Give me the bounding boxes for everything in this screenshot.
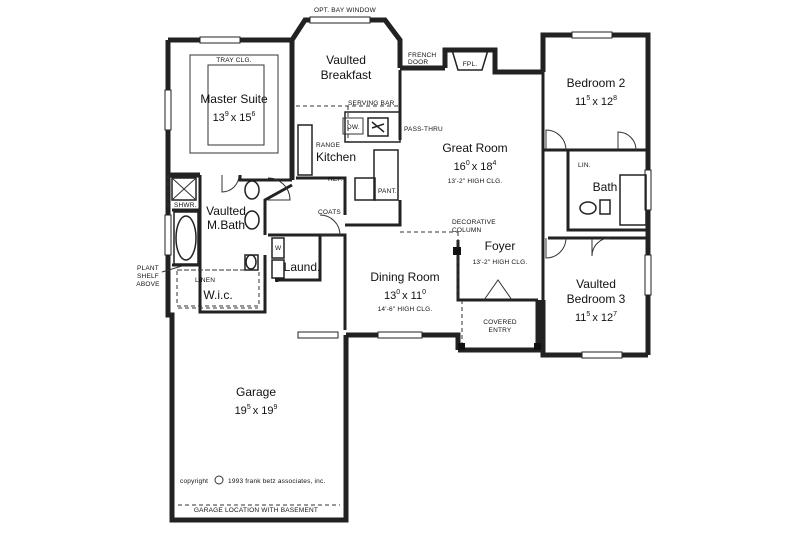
label-great-room: Great Room bbox=[442, 141, 507, 155]
label-kitchen: Kitchen bbox=[316, 150, 356, 164]
label-tray-clg: TRAY CLG. bbox=[216, 57, 252, 64]
label-covered-2: ENTRY bbox=[489, 327, 512, 334]
interior-walls bbox=[172, 70, 648, 330]
label-vaulted-breakfast-2: Breakfast bbox=[321, 68, 372, 82]
label-master-suite: Master Suite bbox=[200, 92, 268, 106]
label-covered-1: COVERED bbox=[483, 319, 517, 326]
label-dining-room: Dining Room bbox=[370, 270, 439, 284]
label-vaulted-mbath-2: M.Bath bbox=[207, 218, 245, 232]
label-shwr: SHWR. bbox=[174, 202, 197, 209]
label-vaulted-bedroom-3-1: Vaulted bbox=[576, 277, 616, 291]
label-coats: COATS bbox=[318, 209, 341, 216]
label-vaulted-mbath-1: Vaulted bbox=[206, 204, 246, 218]
label-foyer-ceiling: 13'-2" HIGH CLG. bbox=[473, 259, 528, 266]
label-bedroom-2: Bedroom 2 bbox=[567, 76, 626, 90]
columns bbox=[453, 247, 541, 350]
label-pant: PANT. bbox=[378, 188, 397, 195]
windows bbox=[164, 16, 652, 359]
kitchen-fixtures bbox=[297, 111, 401, 201]
copyright-text: 1993 frank betz associates, inc. bbox=[228, 478, 325, 485]
label-plant-2: SHELF bbox=[137, 273, 159, 280]
label-dw: DW. bbox=[347, 124, 360, 131]
label-linen: LINEN bbox=[195, 277, 215, 284]
doors bbox=[221, 129, 637, 301]
label-great-room-ceiling: 13'-2" HIGH CLG. bbox=[448, 178, 503, 185]
label-laund: Laund. bbox=[284, 260, 321, 274]
label-plant-3: ABOVE bbox=[136, 281, 160, 288]
label-opt-bay-window: OPT. BAY WINDOW bbox=[314, 7, 377, 14]
label-decorative-1: DECORATIVE bbox=[452, 219, 496, 226]
label-plant-1: PLANT bbox=[137, 265, 159, 272]
label-wic: W.i.c. bbox=[203, 288, 232, 302]
label-pass-thru: PASS-THRU bbox=[404, 126, 443, 133]
label-w: W bbox=[275, 245, 282, 252]
label-garage-location: GARAGE LOCATION WITH BASEMENT bbox=[194, 507, 318, 514]
label-garage: Garage bbox=[236, 385, 276, 399]
label-foyer: Foyer bbox=[485, 239, 516, 253]
label-fpl: FPL. bbox=[463, 61, 478, 68]
label-vaulted-bedroom-3-2: Bedroom 3 bbox=[567, 292, 626, 306]
tray-ceiling bbox=[189, 54, 279, 154]
label-range: RANGE bbox=[316, 142, 341, 149]
label-vaulted-breakfast-1: Vaulted bbox=[326, 53, 366, 67]
label-serving-bar: SERVING BAR bbox=[348, 100, 395, 107]
bath-fixtures bbox=[171, 174, 647, 279]
copyright: copyright 1993 frank betz associates, in… bbox=[180, 475, 325, 485]
label-decorative-2: COLUMN bbox=[452, 227, 481, 234]
label-dining-ceiling: 14'-6" HIGH CLG. bbox=[378, 306, 433, 313]
label-d: D bbox=[275, 277, 280, 284]
label-french-door-1: FRENCH bbox=[408, 52, 436, 59]
copyright-word: copyright bbox=[180, 478, 208, 485]
label-bath: Bath bbox=[593, 180, 618, 194]
fireplace bbox=[450, 49, 490, 71]
label-french-door-2: DOOR bbox=[408, 59, 428, 66]
label-lin: LIN. bbox=[578, 162, 591, 169]
label-ref: REF. bbox=[328, 176, 343, 183]
